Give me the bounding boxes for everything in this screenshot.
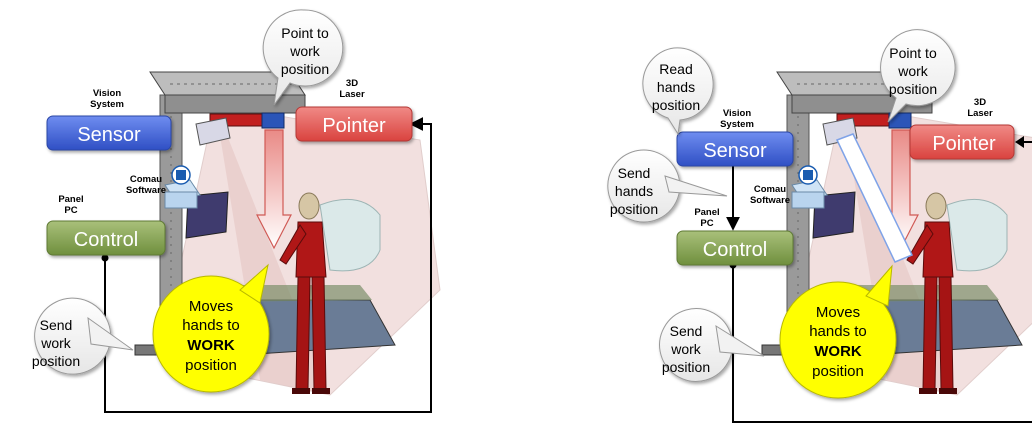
left-send-line-1: Send xyxy=(40,317,73,333)
left-moves-line-1: Moves xyxy=(189,298,233,315)
left-pointer-block: Pointer xyxy=(295,106,413,142)
left-bubble-send-work: Send work position xyxy=(32,297,134,375)
right-comau-label-2: Software xyxy=(750,195,790,206)
right-vision-label-2: System xyxy=(720,119,754,130)
right-moves-line-1: Moves xyxy=(816,304,860,321)
left-control-block: Control xyxy=(46,220,166,256)
right-send-line-1: Send xyxy=(670,323,703,339)
left-panel-label-1: Panel xyxy=(58,194,83,205)
left-send-line-3: position xyxy=(32,353,80,369)
right-send-line-2: work xyxy=(670,341,702,357)
right-sendhands-line-1: Send xyxy=(618,165,651,181)
right-bubble-read-hands: Read hands position xyxy=(642,47,714,136)
left-diagram: Sensor Vision System Pointer 3D Laser Co… xyxy=(32,9,441,413)
right-moves-line-3: WORK xyxy=(814,343,862,360)
left-line-start-dot xyxy=(101,254,109,262)
left-moves-line-4: position xyxy=(185,357,237,374)
right-panel-label-2: PC xyxy=(700,218,713,229)
right-point-line-1: Point to xyxy=(889,45,937,61)
right-control-label: Control xyxy=(703,239,767,261)
right-bubble-moves-hands: Moves hands to WORK position xyxy=(779,264,897,399)
right-sendhands-line-2: hands xyxy=(615,183,653,199)
right-sensor-block: Sensor xyxy=(676,131,794,167)
left-laser-label-2: Laser xyxy=(339,89,365,100)
left-moves-line-2: hands to xyxy=(182,317,240,334)
right-comau-label-1: Comau xyxy=(754,184,786,195)
left-moves-line-3: WORK xyxy=(187,337,235,354)
left-vision-label-2: System xyxy=(90,99,124,110)
right-bubble-point-to-work: Point to work position xyxy=(880,29,956,123)
right-moves-line-4: position xyxy=(812,363,864,380)
right-bubble-send-hands: Send hands position xyxy=(607,149,728,223)
right-sendhands-line-3: position xyxy=(610,201,658,217)
right-read-line-1: Read xyxy=(659,61,692,77)
right-pointer-arrowhead xyxy=(1015,136,1024,148)
right-vision-beam xyxy=(835,133,914,263)
left-vision-label-1: Vision xyxy=(93,88,122,99)
right-moves-line-2: hands to xyxy=(809,323,867,340)
right-bubble-send-work: Send work position xyxy=(659,308,765,382)
right-vision-label-1: Vision xyxy=(723,108,752,119)
left-bubble-moves-hands: Moves hands to WORK position xyxy=(152,263,270,393)
right-send-line-3: position xyxy=(662,359,710,375)
right-read-line-2: hands xyxy=(657,79,695,95)
left-comau-label-2: Software xyxy=(126,185,166,196)
left-point-line-2: work xyxy=(289,43,321,59)
right-read-line-3: position xyxy=(652,97,700,113)
right-control-line xyxy=(732,265,1032,423)
left-control-label: Control xyxy=(74,229,138,251)
right-pointer-label: Pointer xyxy=(932,133,996,155)
left-point-line-1: Point to xyxy=(281,25,329,41)
right-sensor-label: Sensor xyxy=(703,140,767,162)
left-panel-label-2: PC xyxy=(64,205,77,216)
right-point-line-2: work xyxy=(897,63,929,79)
right-panel-label-1: Panel xyxy=(694,207,719,218)
right-control-block: Control xyxy=(676,230,794,266)
left-comau-label-1: Comau xyxy=(130,174,162,185)
left-send-line-2: work xyxy=(40,335,72,351)
right-diagram: Sensor Vision System Pointer 3D Laser Co… xyxy=(607,29,1032,423)
left-sensor-block: Sensor xyxy=(46,115,172,151)
left-control-to-pointer-line xyxy=(104,117,432,413)
left-point-line-3: position xyxy=(281,61,329,77)
right-laser-label-2: Laser xyxy=(967,108,993,119)
left-bubble-point-to-work: Point to work position xyxy=(262,9,344,106)
left-pointer-label: Pointer xyxy=(322,115,386,137)
right-pointer-block: Pointer xyxy=(909,124,1015,160)
left-sensor-label: Sensor xyxy=(77,124,141,146)
right-laser-label-1: 3D xyxy=(974,97,986,108)
left-laser-label-1: 3D xyxy=(346,78,358,89)
right-point-line-3: position xyxy=(889,81,937,97)
